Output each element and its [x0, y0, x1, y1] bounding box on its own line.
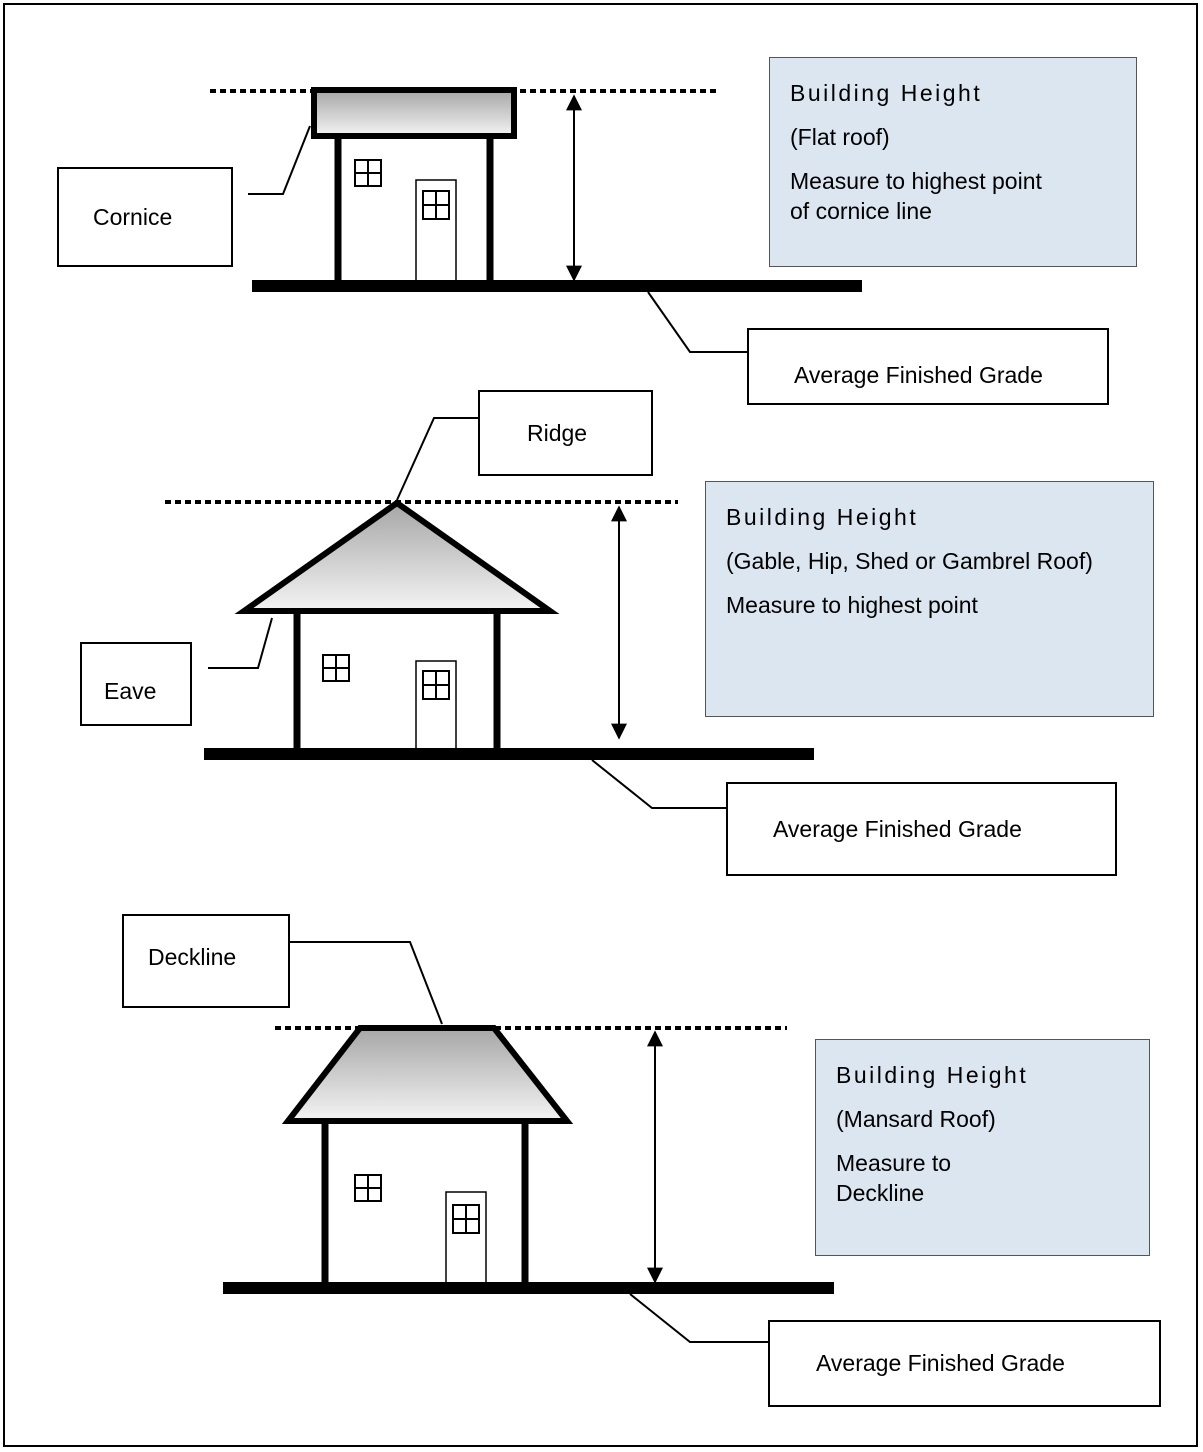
- flat-roof-info-box: Building Height (Flat roof) Measure to h…: [769, 57, 1137, 267]
- mansard-roof-info-box: Building Height (Mansard Roof) Measure t…: [815, 1039, 1150, 1256]
- cornice-leader: [248, 125, 311, 195]
- grade-label: Average Finished Grade: [816, 1350, 1065, 1376]
- eave-callout: Eave: [80, 642, 192, 726]
- deckline-callout: Deckline: [122, 914, 290, 1008]
- info-title: Building Height: [726, 504, 919, 530]
- grade-label-box: Average Finished Grade: [768, 1320, 1161, 1407]
- gable-roof-house: [234, 499, 560, 751]
- door-icon: [445, 1191, 487, 1284]
- cornice-label: Cornice: [93, 203, 173, 230]
- info-instruction: Measure to Deckline: [836, 1150, 952, 1206]
- info-roof-type: (Mansard Roof): [836, 1106, 996, 1132]
- deckline-leader: [290, 941, 443, 1025]
- ridge-leader: [396, 417, 478, 501]
- window-icon: [354, 159, 382, 187]
- grade-leader: [591, 759, 726, 809]
- mansard-roof-house: [281, 1025, 574, 1284]
- grade-label-box: Average Finished Grade: [726, 782, 1117, 876]
- flat-roof-cornice: [311, 87, 517, 139]
- diagram-frame: [3, 3, 1198, 1447]
- window-icon: [322, 654, 350, 682]
- mansard-roof: [281, 1025, 574, 1124]
- ridge-label: Ridge: [527, 419, 588, 446]
- ridge-callout: Ridge: [478, 390, 653, 476]
- info-instruction: Measure to highest point: [726, 592, 978, 618]
- info-instruction: Measure to highest point of cornice line: [790, 168, 1042, 224]
- info-title: Building Height: [790, 80, 983, 106]
- flat-roof-house: [311, 87, 517, 285]
- eave-label: Eave: [104, 677, 157, 704]
- info-roof-type: (Flat roof): [790, 124, 890, 150]
- door-icon: [415, 660, 457, 751]
- window-icon: [354, 1174, 382, 1202]
- gable-roof-section: [165, 417, 814, 809]
- mansard-roof-section: [223, 941, 834, 1343]
- grade-label: Average Finished Grade: [773, 815, 1022, 842]
- gable-roof-info-box: Building Height (Gable, Hip, Shed or Gam…: [705, 481, 1154, 717]
- door-icon: [415, 179, 457, 285]
- deckline-label: Deckline: [148, 943, 237, 970]
- grade-leader: [629, 1293, 768, 1343]
- eave-leader: [208, 617, 273, 669]
- cornice-callout: Cornice: [57, 167, 233, 267]
- info-title: Building Height: [836, 1062, 1029, 1088]
- grade-label-box: Average Finished Grade: [747, 328, 1109, 405]
- gable-roof: [234, 499, 560, 614]
- grade-leader: [647, 291, 748, 353]
- grade-label: Average Finished Grade: [794, 362, 1043, 388]
- flat-roof-section: [210, 87, 862, 353]
- info-roof-type: (Gable, Hip, Shed or Gambrel Roof): [726, 548, 1093, 574]
